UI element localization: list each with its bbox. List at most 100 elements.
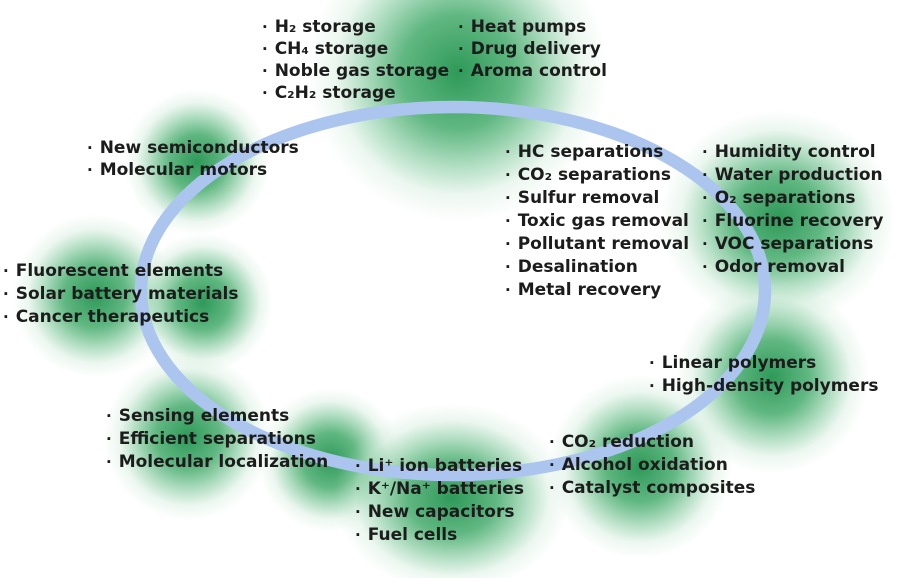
list-item: ·CO₂ reduction <box>549 431 755 454</box>
list-item: · Linear polymers <box>649 352 878 375</box>
list-item-label: Noble gas storage <box>274 61 450 81</box>
list-item-label: HC separations <box>517 142 664 162</box>
list-item-label: C₂H₂ storage <box>274 83 396 103</box>
list-item-label: K⁺/Na⁺ batteries <box>367 479 524 499</box>
list-electronics: · New semiconductors·Molecular motors <box>87 137 299 181</box>
list-item: · New capacitors <box>355 501 524 524</box>
list-item: · Drug delivery <box>458 38 607 60</box>
list-item-label: O₂ separations <box>714 188 856 208</box>
list-item: · Fluorescent elements <box>3 260 239 283</box>
bullet-icon: · <box>3 285 9 303</box>
list-item-label: Cancer therapeutics <box>15 307 210 327</box>
bullet-icon: · <box>702 166 708 184</box>
bullet-icon: · <box>106 453 112 471</box>
bullet-icon: · <box>702 189 708 207</box>
list-item-label: Desalination <box>517 257 638 277</box>
list-item: · O₂ separations <box>702 187 883 210</box>
glow-blob-upper-left <box>124 89 270 235</box>
bullet-icon: · <box>649 377 655 395</box>
list-item: ·C₂H₂ storage <box>262 82 449 104</box>
bullet-icon: · <box>505 258 511 276</box>
bullet-icon: · <box>262 40 268 58</box>
list-optics-medicine: · Fluorescent elements · Solar battery mate… <box>3 260 239 329</box>
list-item: ·Fluorine recovery <box>702 210 883 233</box>
list-separations-removal: ·HC separations·CO₂ separations·Sulfur r… <box>505 141 689 302</box>
bullet-icon: · <box>702 212 708 230</box>
list-item: · HC separations <box>505 141 689 164</box>
list-item: · Desalination <box>505 256 689 279</box>
bullet-icon: · <box>505 281 511 299</box>
list-item-label: Catalyst composites <box>561 478 756 498</box>
list-item-label: Aroma control <box>470 61 607 81</box>
bullet-icon: · <box>106 407 112 425</box>
bullet-icon: · <box>458 40 464 58</box>
list-energy-storage: ·Li⁺ ion batteries·K⁺/Na⁺ batteries·New … <box>355 455 524 547</box>
list-item: · Toxic gas removal <box>505 210 689 233</box>
list-item: · Odor removal <box>702 256 883 279</box>
list-item-label: CO₂ reduction <box>561 432 694 452</box>
bullet-icon: · <box>355 480 361 498</box>
list-sensing: ·Sensing elements·Efficient separations·… <box>106 405 328 474</box>
list-item-label: VOC separations <box>714 234 874 254</box>
list-item-label: Toxic gas removal <box>517 211 689 231</box>
list-item: · Efficient separations <box>106 428 328 451</box>
list-item-label: Fuel cells <box>367 525 458 545</box>
list-item: · K⁺/Na⁺ batteries <box>355 478 524 501</box>
list-item: · High-density polymers <box>649 375 878 398</box>
list-item-label: CH₄ storage <box>274 39 389 59</box>
list-item-label: Fluorescent elements <box>15 261 224 281</box>
list-item-label: Solar battery materials <box>15 284 239 304</box>
list-polymers: · Linear polymers · High-density polymers <box>649 352 878 398</box>
list-catalysis: ·CO₂ reduction·Alcohol oxidation·Catalys… <box>549 431 755 500</box>
bullet-icon: · <box>505 189 511 207</box>
list-item: · Sensing elements <box>106 405 328 428</box>
glow-blob-bottom-center <box>334 403 570 578</box>
list-item-label: Metal recovery <box>517 280 662 300</box>
list-item-label: Molecular localization <box>118 452 329 472</box>
list-item: ·Alcohol oxidation <box>549 454 755 477</box>
list-item-label: Sensing elements <box>118 406 290 426</box>
bullet-icon: · <box>505 166 511 184</box>
bullet-icon: · <box>458 18 464 36</box>
list-item-label: Linear polymers <box>661 353 817 373</box>
bullet-icon: · <box>3 262 9 280</box>
bullet-icon: · <box>505 212 511 230</box>
bullet-icon: · <box>106 430 112 448</box>
bullet-icon: · <box>549 456 555 474</box>
bullet-icon: · <box>87 139 93 157</box>
bullet-icon: · <box>702 258 708 276</box>
list-item-label: H₂ storage <box>274 17 376 37</box>
list-delivery-control: · Heat pumps · Drug delivery · Aroma control <box>458 16 607 82</box>
bullet-icon: · <box>262 62 268 80</box>
list-item-label: High-density polymers <box>661 376 879 396</box>
list-item: ·Li⁺ ion batteries <box>355 455 524 478</box>
list-item: ·Molecular motors <box>87 159 299 181</box>
bullet-icon: · <box>505 143 511 161</box>
bullet-icon: · <box>458 62 464 80</box>
list-item: · Molecular localization <box>106 451 328 474</box>
list-item-label: Odor removal <box>714 257 845 277</box>
list-air-water-treatment: ·Humidity control·Water production·O₂ se… <box>702 141 883 279</box>
list-item-label: Molecular motors <box>99 160 268 180</box>
bullet-icon: · <box>355 503 361 521</box>
list-item-label: Heat pumps <box>470 17 587 37</box>
list-item-label: New capacitors <box>367 502 515 522</box>
list-item: ·Fuel cells <box>355 524 524 547</box>
bullet-icon: · <box>549 479 555 497</box>
list-item: ·Pollutant removal <box>505 233 689 256</box>
bullet-icon: · <box>649 354 655 372</box>
bullet-icon: · <box>505 235 511 253</box>
bullet-icon: · <box>355 457 361 475</box>
list-item-label: New semiconductors <box>99 138 299 158</box>
bullet-icon: · <box>702 235 708 253</box>
bullet-icon: · <box>702 143 708 161</box>
list-item-label: CO₂ separations <box>517 165 671 185</box>
list-item-label: Efficient separations <box>118 429 316 449</box>
list-item-label: Drug delivery <box>470 39 601 59</box>
list-item: · Heat pumps <box>458 16 607 38</box>
list-item: · Aroma control <box>458 60 607 82</box>
